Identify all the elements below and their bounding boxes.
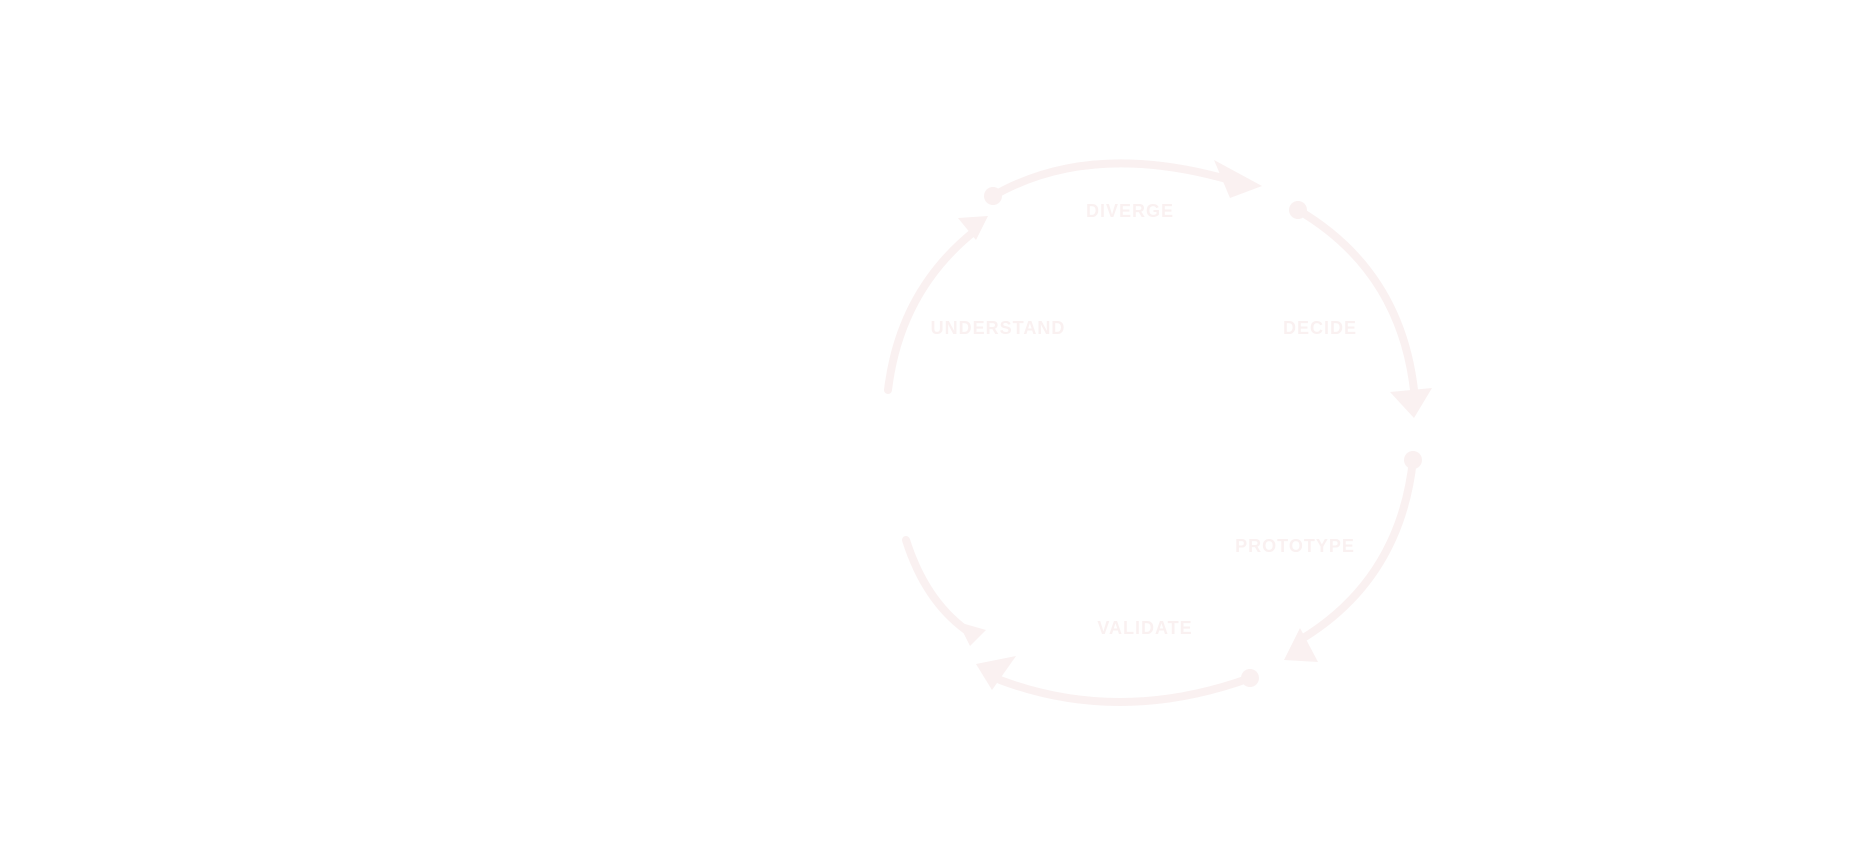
- arrow-prototype: [1284, 451, 1422, 662]
- arrow-head: [1284, 628, 1318, 662]
- arrow-head: [1390, 388, 1432, 418]
- arrow-head: [1214, 160, 1262, 198]
- arrow-arc: [996, 674, 1254, 706]
- stage-label-diverge: DIVERGE: [1086, 201, 1174, 221]
- stage-label-decide: DECIDE: [1283, 318, 1357, 338]
- stage-label-validate: VALIDATE: [1097, 618, 1192, 638]
- arrow-arc: [902, 536, 970, 634]
- arrow-arc: [884, 226, 980, 394]
- arrow-arc: [989, 159, 1234, 200]
- arrow-understand-upper: [884, 216, 988, 394]
- arrow-diverge: [984, 159, 1262, 205]
- arrow-head: [976, 656, 1016, 690]
- arrow-head: [958, 622, 986, 646]
- arrow-head: [958, 216, 988, 240]
- arrow-understand-lower: [902, 536, 986, 646]
- stage-label-understand: UNDERSTAND: [931, 318, 1066, 338]
- arrow-arc: [1294, 206, 1418, 394]
- arrow-validate: [976, 656, 1259, 706]
- arrow-decide: [1289, 201, 1432, 418]
- stage-label-prototype: PROTOTYPE: [1235, 536, 1355, 556]
- arrow-arc: [1296, 456, 1417, 644]
